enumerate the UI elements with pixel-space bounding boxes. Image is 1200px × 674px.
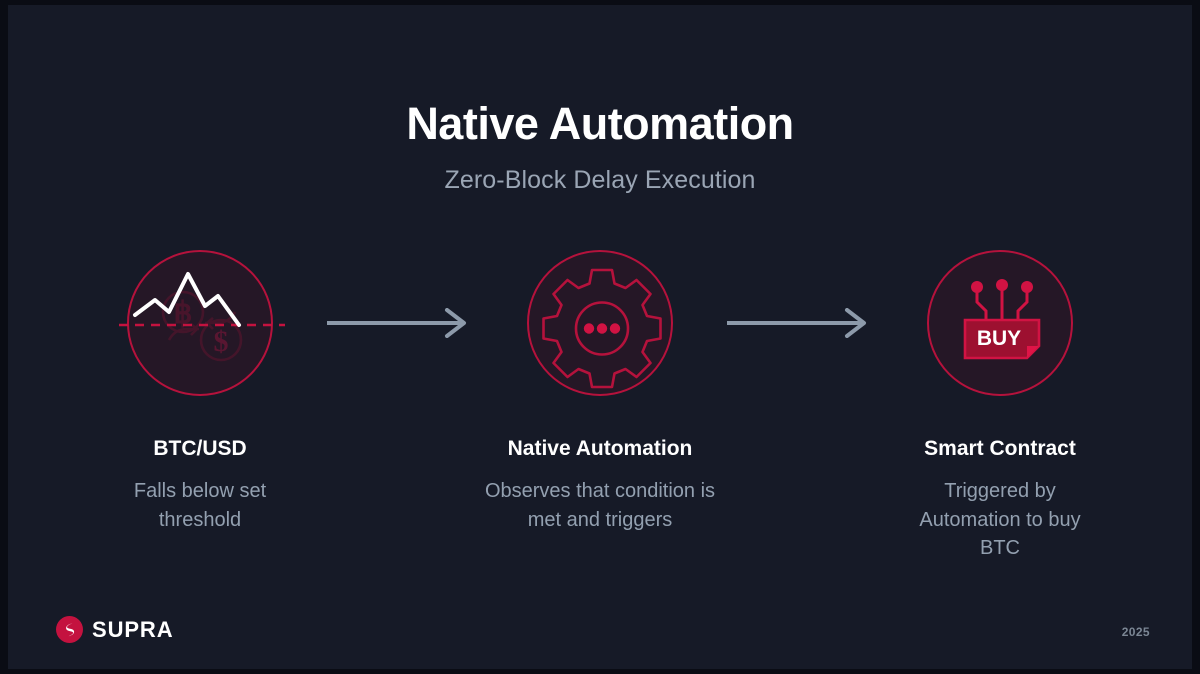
gear-icon: [527, 250, 673, 396]
price-chart-falling-icon: ฿ $: [119, 250, 285, 396]
stage-caption: BTC/USD Falls below set threshold: [100, 436, 300, 534]
price-line: [133, 272, 241, 327]
stage-caption: Smart Contract Triggered by Automation t…: [897, 436, 1103, 562]
circuit-nodes: [971, 279, 1033, 293]
smart-contract-buy-icon: BUY: [927, 250, 1073, 396]
flow-stage-smart-contract: BUY Smart Contract Triggered by Automati…: [876, 250, 1124, 562]
gear-status-dots: [583, 323, 621, 334]
page-title: Native Automation: [406, 98, 794, 149]
flow-arrow-2: [724, 250, 876, 396]
icon-circle-wrapper: [527, 250, 673, 396]
stage-title: Smart Contract: [924, 437, 1076, 460]
page-subtitle: Zero-Block Delay Execution: [444, 166, 756, 194]
icon-circle-wrapper: BUY: [927, 250, 1073, 396]
svg-text:฿: ฿: [173, 297, 192, 330]
supra-flame-icon: [56, 616, 83, 643]
flow-diagram: ฿ $ BTC/USD Falls below set threshold: [8, 250, 1192, 562]
flow-stage-native-automation: Native Automation Observes that conditio…: [476, 250, 724, 534]
flow-stage-btc-usd: ฿ $ BTC/USD Falls below set threshold: [76, 250, 324, 534]
slide-header: Native Automation Zero-Block Delay Execu…: [8, 101, 1192, 195]
stage-title: Native Automation: [507, 437, 693, 460]
slide-year: 2025: [1121, 625, 1150, 639]
svg-text:$: $: [214, 325, 229, 358]
supra-logo: SUPRA: [56, 616, 174, 643]
folded-corner: [1027, 346, 1039, 358]
stage-description: Observes that condition is met and trigg…: [484, 480, 716, 531]
flow-arrow-1: [324, 250, 476, 396]
stage-description: Triggered by Automation to buy BTC: [919, 480, 1081, 559]
stage-caption: Native Automation Observes that conditio…: [482, 436, 718, 534]
stage-title: BTC/USD: [153, 437, 247, 460]
stage-description: Falls below set threshold: [133, 480, 267, 531]
arrow-right-icon: [727, 308, 866, 338]
circuit-traces: [975, 289, 1029, 322]
icon-circle-wrapper: ฿ $: [119, 250, 285, 396]
buy-label: BUY: [977, 327, 1021, 350]
slide-canvas: Native Automation Zero-Block Delay Execu…: [8, 5, 1192, 669]
supra-logo-text: SUPRA: [92, 616, 174, 642]
arrow-right-icon: [327, 308, 466, 338]
